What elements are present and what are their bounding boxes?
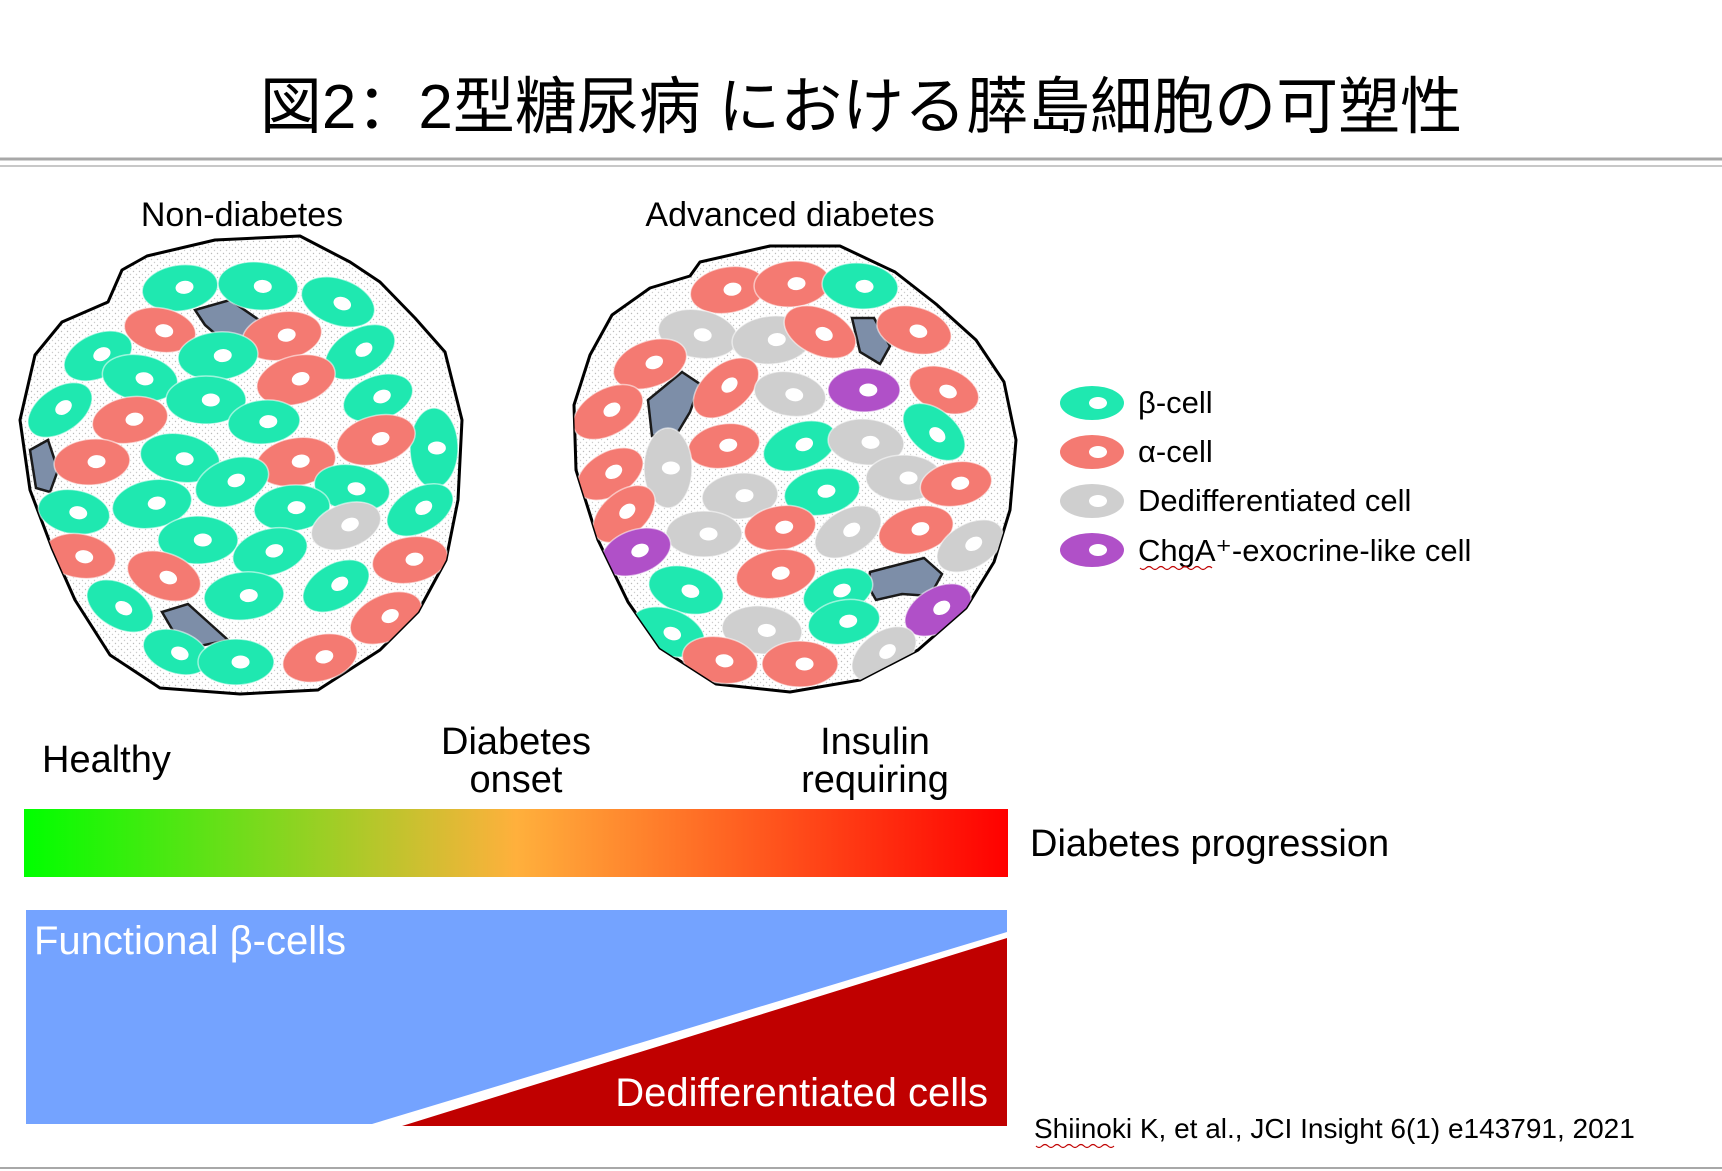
alpha-cell	[126, 550, 202, 602]
alpha-cell	[282, 632, 358, 684]
alpha-cell	[574, 383, 644, 441]
alpha-cell	[43, 532, 117, 580]
dedifferentiated-cell	[753, 370, 827, 418]
dedifferentiated-label: Dedifferentiated cells	[615, 1071, 988, 1115]
progression-gradient-bar	[24, 809, 1008, 877]
legend-item-dediff: Dedifferentiated cell	[1060, 483, 1411, 518]
stage-onset-line2: onset	[470, 759, 563, 801]
legend-label-dediff: Dedifferentiated cell	[1138, 483, 1411, 518]
stage-onset-line1: Diabetes	[441, 721, 591, 763]
beta-cell	[86, 579, 154, 633]
exocrine-like-cell	[827, 367, 901, 413]
duct-shape	[28, 438, 60, 494]
stage-insulin-line2: requiring	[801, 759, 949, 801]
legend-label-beta: β-cell	[1138, 385, 1213, 420]
beta-cell	[386, 483, 454, 537]
advanced-diabetes-label: Advanced diabetes	[645, 196, 934, 234]
legend-item-beta: β-cell	[1060, 385, 1213, 420]
dedifferentiated-cell	[827, 418, 905, 466]
legend: β-cell α-cell Dedifferentiated cell ChgA…	[1060, 385, 1471, 571]
beta-cell	[807, 598, 881, 646]
alpha-cell	[735, 548, 817, 600]
alpha-cell	[256, 353, 336, 407]
alpha-cell	[336, 413, 416, 467]
citation: Shiinoki K, et al., JCI Insight 6(1) e14…	[1034, 1113, 1635, 1144]
functional-beta-label: Functional β-cells	[34, 919, 346, 963]
beta-cell	[821, 262, 899, 310]
exocrine-like-cell	[600, 527, 672, 577]
beta-cell	[648, 564, 724, 616]
dedifferentiated-area	[402, 938, 1007, 1126]
alpha-cell	[919, 460, 993, 508]
beta-cell	[217, 261, 299, 311]
alpha-cell	[761, 640, 839, 688]
alpha-cell	[53, 438, 131, 486]
beta-cell	[300, 276, 376, 328]
dedifferentiated-cell	[721, 605, 803, 655]
alpha-cell	[876, 304, 952, 356]
non-diabetes-islet	[18, 234, 464, 696]
alpha-cell	[123, 306, 197, 354]
alpha-cell	[241, 310, 323, 362]
dedifferentiated-cell	[814, 505, 882, 559]
beta-cell	[232, 526, 308, 578]
duct-shape	[646, 370, 702, 438]
non-diabetes-label: Non-diabetes	[141, 196, 343, 234]
legend-label-alpha: α-cell	[1138, 434, 1213, 469]
alpha-cell	[91, 395, 169, 445]
functional-beta-area	[26, 910, 1007, 1124]
beta-cell	[111, 478, 193, 530]
beta-cell	[409, 407, 459, 489]
advanced-diabetes-islet	[572, 244, 1018, 694]
beta-cell	[177, 331, 259, 381]
beta-cell	[157, 515, 239, 565]
legend-item-alpha: α-cell	[1060, 434, 1213, 469]
beta-cell	[302, 559, 370, 613]
beta-cell	[783, 467, 861, 517]
beta-cell	[165, 375, 247, 425]
beta-cell	[313, 463, 391, 513]
beta-cell	[324, 323, 396, 381]
alpha-cell	[612, 338, 688, 390]
beta-cell	[227, 399, 301, 445]
alpha-cell	[371, 535, 449, 585]
beta-cell	[141, 263, 219, 313]
beta-cell	[27, 381, 93, 439]
beta-cell	[902, 402, 966, 462]
dedifferentiated-cell	[665, 510, 743, 558]
alpha-cell	[681, 635, 759, 685]
dedifferentiated-cell	[643, 427, 693, 509]
dedifferentiated-cell	[310, 501, 382, 551]
alpha-cell	[878, 504, 954, 556]
beta-cell	[197, 638, 275, 686]
dedifferentiated-cell	[701, 472, 779, 520]
beta-cell	[203, 571, 285, 621]
alpha-cell	[783, 304, 857, 360]
page-title: 図2：2型糖尿病 における膵島細胞の可塑性	[260, 73, 1462, 142]
legend-item-exocrine: ChgA⁺-exocrine-like cell	[1060, 533, 1471, 571]
dedifferentiated-cell	[936, 519, 1004, 573]
alpha-cell	[692, 357, 760, 419]
stage-insulin-line1: Insulin	[820, 721, 930, 763]
progression-label: Diabetes progression	[1030, 823, 1389, 865]
legend-label-exocrine: ChgA⁺-exocrine-like cell	[1138, 533, 1471, 568]
stage-healthy: Healthy	[42, 739, 171, 781]
beta-cell	[194, 456, 270, 508]
